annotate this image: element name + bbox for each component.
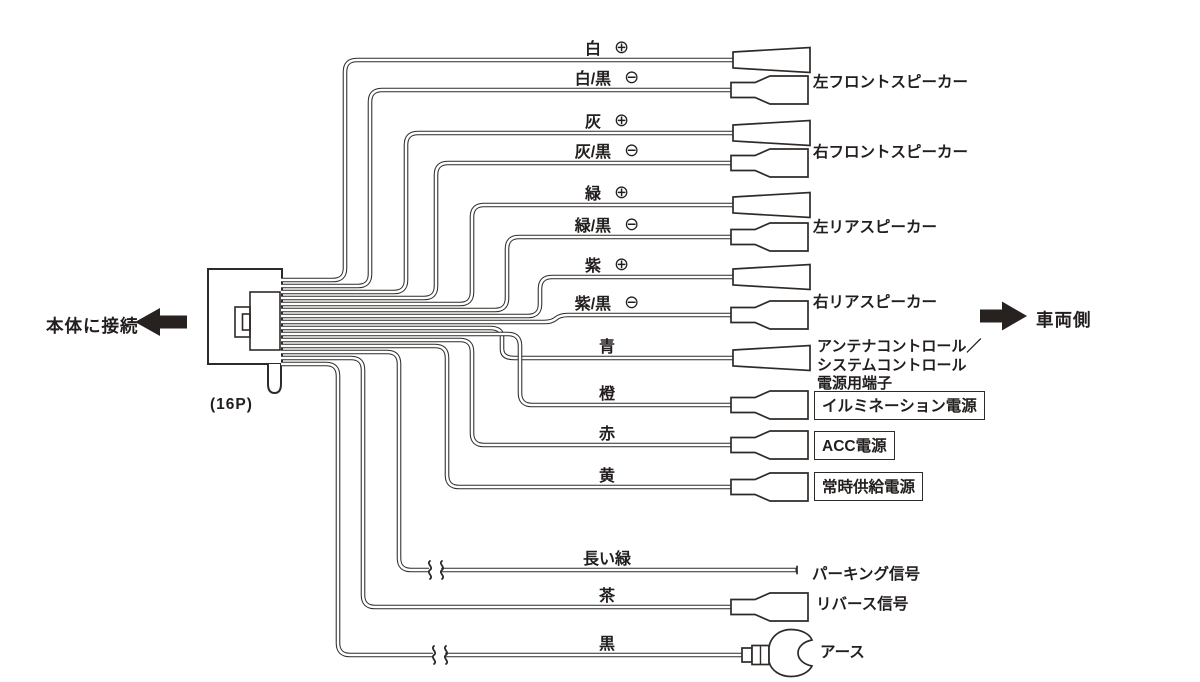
wire-brown [281,355,733,610]
wire-label-black: 黒 [527,630,687,654]
wire-label-purple-black: 紫/黒 ⊖ [527,290,687,314]
wire-color: 紫/黒 [574,296,612,313]
dest-front-left-speaker: 左フロントスピーカー [813,74,969,91]
wire-color: 白 [584,41,601,58]
wire-label-blue: 青 [527,333,687,357]
minus-circle-icon: ⊖ [624,140,640,160]
connector-16p [207,268,283,395]
terminal-male-spades [732,46,811,372]
wire-color: 緑 [584,186,601,203]
wire-white-black [281,87,733,289]
wire-label-yellow: 黄 [527,462,687,486]
terminal-ground-ring [741,628,814,678]
wire-label-orange: 橙 [527,380,687,404]
dest-ground: アース [820,644,865,661]
wire-color: 茶 [598,588,615,605]
dest-rear-right-speaker: 右リアスピーカー [813,294,938,311]
wire-label-green-black: 緑/黒 ⊖ [527,212,687,236]
wire-purple [281,274,733,319]
wire-yellow [281,343,733,490]
left-arrow-icon [135,308,187,336]
wire-long-green [281,349,798,575]
right-arrow-icon [980,301,1027,331]
wire-color: 黒 [598,636,615,653]
wire-label-gray: 灰⊕ [527,108,687,132]
wire-color: 白/黒 [574,71,612,88]
dest-acc-power: ACC電源 [814,431,895,460]
plus-circle-icon: ⊕ [613,37,630,57]
minus-circle-icon: ⊖ [624,67,640,87]
wire-label-red: 赤 [527,420,687,444]
wire-green-black [281,234,733,313]
wire-label-green: 緑⊕ [527,180,687,204]
break-mark-long-green [427,560,445,580]
plus-circle-icon: ⊕ [613,182,630,202]
dest-illumination-power: イルミネーション電源 [814,391,985,420]
wire-gray-black [281,160,733,301]
break-mark-black [431,645,449,665]
wire-color: 青 [598,339,615,356]
wire-color: 長い緑 [582,551,631,568]
wire-label-purple: 紫⊕ [527,252,687,276]
wire-label-gray-black: 灰/黒 ⊖ [527,138,687,162]
wire-color: 黄 [598,468,615,485]
wire-label-white: 白⊕ [527,35,687,59]
antenna-line-2: システムコントロール [817,356,967,374]
wire-orange [281,331,733,408]
plus-circle-icon: ⊕ [613,110,630,130]
wire-black [281,361,744,658]
terminal-female-spades [730,75,809,622]
dest-parking-signal: パーキング信号 [812,566,921,583]
connector-label: (16P) [210,396,253,413]
wire-label-white-black: 白/黒 ⊖ [527,65,687,89]
wire-color: 緑/黒 [574,218,612,235]
wire-blue [281,325,733,361]
wire-label-long-green: 長い緑 [527,545,687,569]
wire-gray [281,130,733,295]
dest-constant-power: 常時供給電源 [814,472,924,501]
minus-circle-icon: ⊖ [624,292,640,312]
wire-green [281,202,733,307]
wire-label-brown: 茶 [527,582,687,606]
wire-color: 灰/黒 [574,144,612,161]
minus-circle-icon: ⊖ [624,214,640,234]
antenna-line-1: アンテナコントロール／ [817,338,982,355]
wire-color: 灰 [584,114,601,131]
wire-color: 紫 [584,258,601,275]
right-side-label: 車両側 [1036,310,1092,330]
dest-front-right-speaker: 右フロントスピーカー [813,144,969,161]
plus-circle-icon: ⊕ [613,254,630,274]
dest-rear-left-speaker: 左リアスピーカー [813,219,938,236]
wire-purple-black [281,312,733,325]
antenna-line-3: 電源用端子 [817,375,893,392]
wire-color: 橙 [598,386,615,403]
dest-antenna-control: アンテナコントロール／ システムコントロール 電源用端子 [817,338,981,394]
wire-red [281,337,733,448]
wire-color: 赤 [598,426,615,443]
wire-white [281,57,733,283]
left-side-label: 本体に接続 [46,316,139,336]
dest-reverse-signal: リバース信号 [816,596,909,613]
